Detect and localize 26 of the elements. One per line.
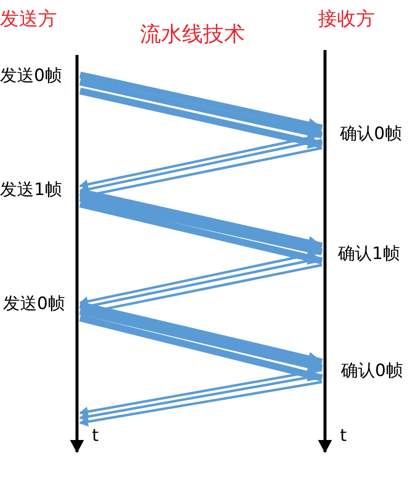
frame-label: 发送0帧 <box>0 61 62 92</box>
frame-label: 发送0帧 <box>3 289 65 320</box>
role-heading: 接收方 <box>318 10 375 29</box>
time-axis <box>70 55 84 453</box>
arrow <box>79 200 323 265</box>
arrow <box>79 88 323 149</box>
arrow <box>79 146 322 200</box>
arrow <box>79 308 323 372</box>
title: 流水线技术 <box>140 24 245 45</box>
arrow <box>79 72 323 132</box>
role-heading: 发送方 <box>0 10 57 29</box>
time-label: t <box>92 428 99 445</box>
arrow <box>79 380 322 427</box>
arrow <box>79 264 322 318</box>
arrow <box>79 250 322 306</box>
arrow <box>79 256 322 312</box>
frame-label: 确认0帧 <box>340 119 402 150</box>
frame-label: 确认0帧 <box>341 356 403 388</box>
frame-label: 确认1帧 <box>338 239 400 270</box>
arrow <box>79 314 323 382</box>
arrow <box>79 302 323 366</box>
time-label: t <box>340 428 347 445</box>
frame-label: 发送1帧 <box>0 175 62 206</box>
arrow <box>79 78 323 139</box>
arrow <box>79 188 323 250</box>
arrow <box>79 194 323 256</box>
